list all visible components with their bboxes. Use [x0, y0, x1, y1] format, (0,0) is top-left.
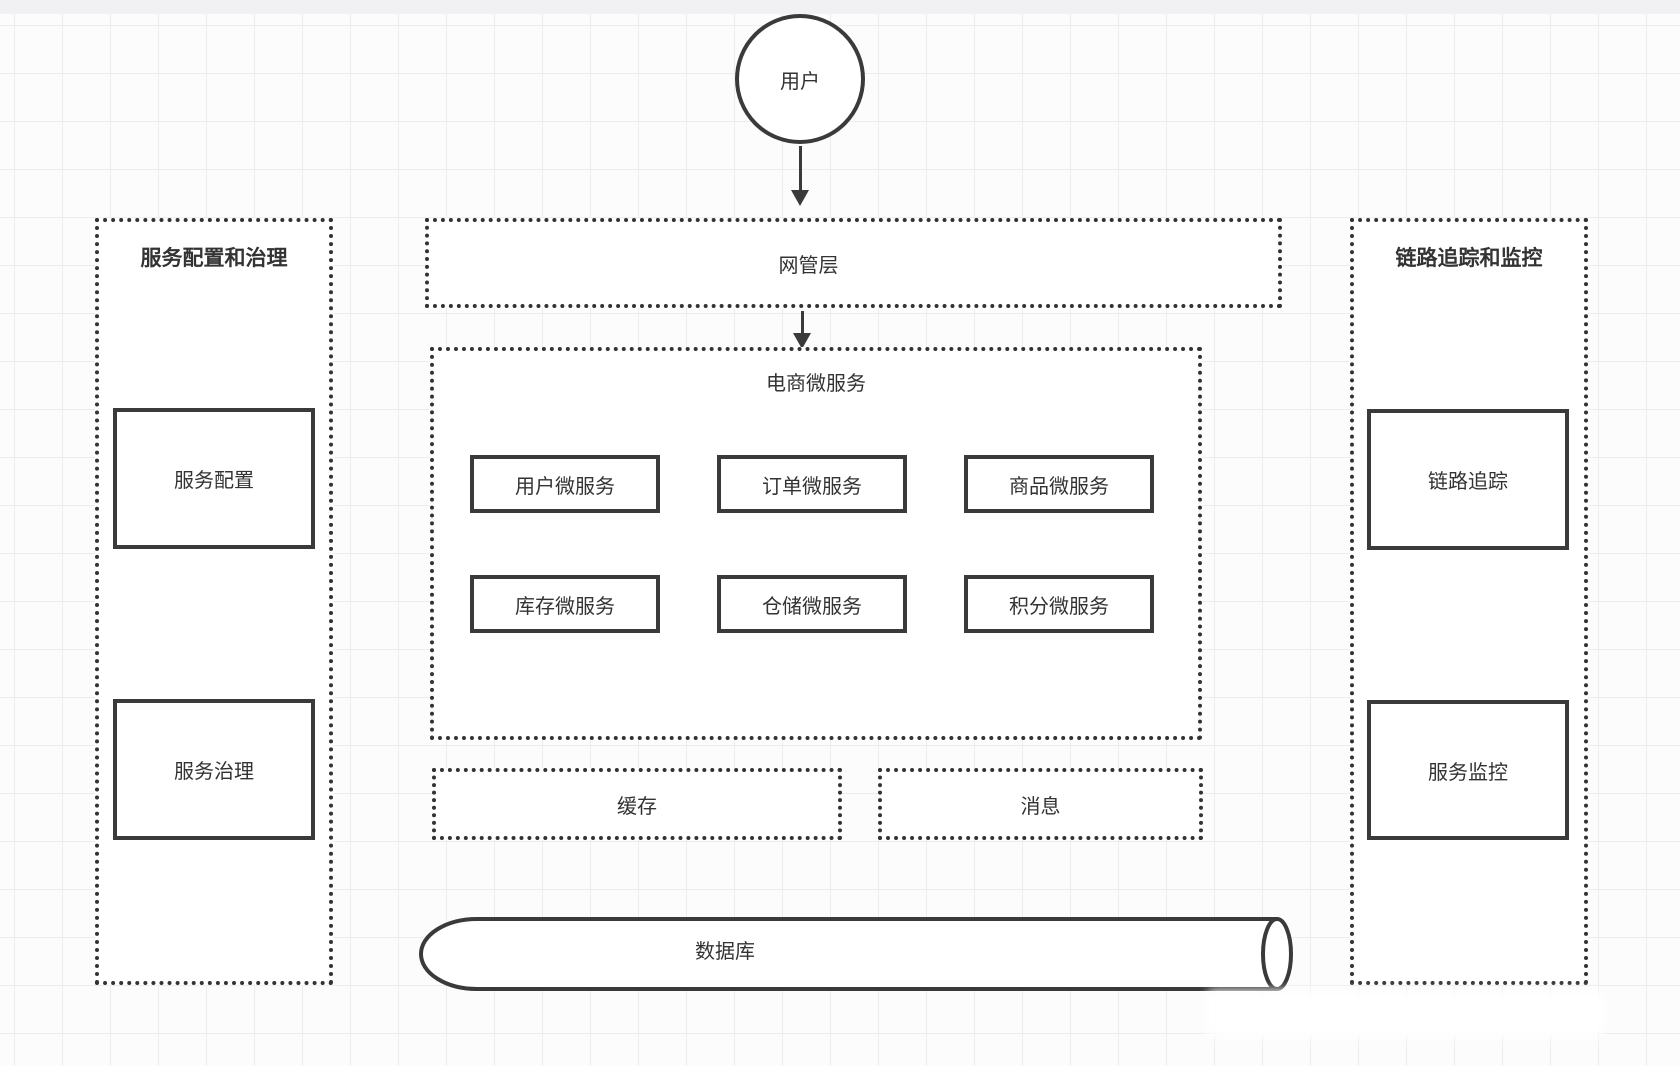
node-service-order-label: 订单微服务	[762, 475, 862, 498]
node-cache-label: 缓存	[617, 795, 657, 818]
node-service-config: 服务配置	[113, 408, 315, 549]
node-message: 消息	[878, 768, 1203, 840]
panel-config-governance: 服务配置和治理 服务配置 服务治理	[95, 218, 333, 985]
node-service-product-label: 商品微服务	[1009, 475, 1109, 498]
node-service-user-label: 用户微服务	[515, 475, 615, 498]
node-user: 用户	[735, 14, 865, 144]
node-service-product: 商品微服务	[964, 455, 1154, 513]
node-service-warehouse: 仓储微服务	[717, 575, 907, 633]
node-service-warehouse-label: 仓储微服务	[762, 595, 862, 618]
cylinder-body	[419, 917, 1279, 991]
node-service-inventory-label: 库存微服务	[515, 595, 615, 618]
node-database-label: 数据库	[695, 941, 755, 963]
cylinder-cap	[1261, 917, 1293, 991]
grid-top-band	[0, 0, 1680, 14]
node-service-inventory: 库存微服务	[470, 575, 660, 633]
panel-tracing-monitoring: 链路追踪和监控 链路追踪 服务监控	[1350, 218, 1588, 985]
node-database-cylinder	[419, 917, 1293, 991]
node-service-governance: 服务治理	[113, 699, 315, 840]
node-service-points-label: 积分微服务	[1009, 595, 1109, 618]
node-service-monitoring: 服务监控	[1367, 700, 1569, 840]
edge-user-gateway-arrowhead-icon	[791, 190, 809, 206]
container-microservices-title: 电商微服务	[766, 373, 866, 395]
node-service-config-label: 服务配置	[174, 470, 254, 492]
node-service-order: 订单微服务	[717, 455, 907, 513]
edge-user-gateway-line	[799, 146, 802, 192]
edge-gateway-microservices-line	[801, 311, 804, 335]
node-link-tracing-label: 链路追踪	[1428, 471, 1508, 493]
node-service-user: 用户微服务	[470, 455, 660, 513]
node-service-monitoring-label: 服务监控	[1428, 761, 1508, 784]
panel-config-governance-title: 服务配置和治理	[140, 247, 288, 270]
node-service-points: 积分微服务	[964, 575, 1154, 633]
node-link-tracing: 链路追踪	[1367, 409, 1569, 550]
container-microservices: 电商微服务 用户微服务 订单微服务 商品微服务 库存微服务 仓储微服务 积分微服…	[430, 347, 1202, 740]
watermark	[1210, 995, 1600, 1033]
node-message-label: 消息	[1020, 795, 1061, 818]
node-user-label: 用户	[780, 70, 820, 93]
edge-gateway-microservices-arrowhead-icon	[793, 333, 811, 349]
node-gateway-label: 网管层	[778, 254, 839, 277]
node-service-governance-label: 服务治理	[174, 761, 254, 783]
node-gateway: 网管层	[425, 218, 1282, 308]
node-cache: 缓存	[432, 768, 842, 840]
panel-tracing-monitoring-title: 链路追踪和监控	[1395, 247, 1543, 270]
